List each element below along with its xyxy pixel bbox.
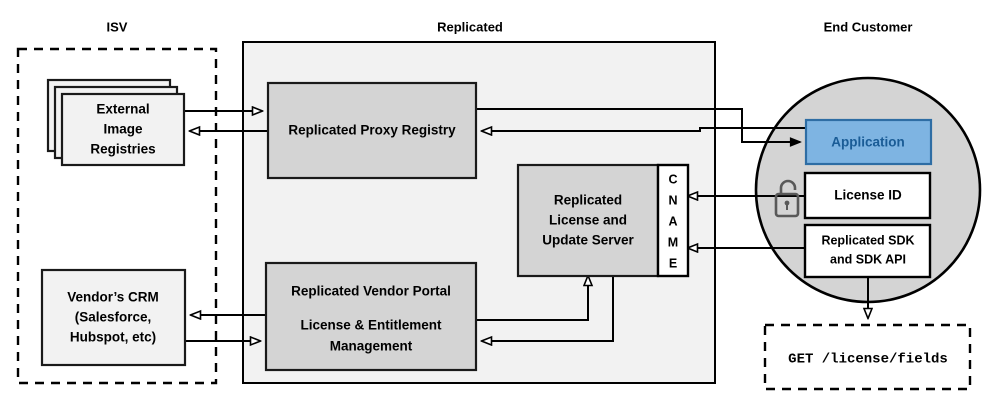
license-server-label-line-2: License and	[549, 213, 627, 228]
vendors-crm-box	[40, 268, 187, 367]
connections	[184, 109, 868, 341]
license-server-label-line-1: Replicated	[554, 193, 622, 208]
cname-letter-e: E	[669, 256, 677, 270]
application-node: Application	[804, 118, 933, 166]
edge-licenseserver-to-vendorportal	[482, 276, 614, 341]
api-request-label: GET /license/fields	[788, 352, 948, 368]
vendors-crm-label-line-3: Hubspot, etc)	[70, 330, 156, 345]
registries-label-line-2: Image	[103, 122, 143, 137]
proxy-registry-box	[266, 81, 478, 180]
cname-letter-a: A	[668, 214, 677, 228]
vendor-portal-label-line-1: Replicated Vendor Portal	[291, 284, 451, 299]
vendor-portal-label-line-3: License & Entitlement	[300, 318, 442, 333]
zone-title-replicated: Replicated	[437, 19, 503, 34]
edge-proxy-to-application	[476, 108, 800, 142]
cname-letter-m: M	[668, 235, 678, 249]
zone-title-end-customer: End Customer	[824, 19, 913, 34]
unlocked-padlock-icon	[774, 179, 800, 218]
replicated-sdk-box	[803, 223, 932, 279]
license-id-label: License ID	[834, 188, 902, 203]
cname-letter-c: C	[668, 172, 677, 186]
cname-box	[656, 163, 690, 278]
application-label: Application	[831, 135, 905, 150]
vendor-portal-node: Replicated Vendor Portal License & Entit…	[264, 261, 478, 372]
license-update-server-box	[516, 163, 660, 278]
replicated-sdk-label-line-2: and SDK API	[830, 252, 906, 266]
registry-stack-front	[60, 92, 186, 167]
registries-label-line-1: External	[96, 102, 149, 117]
isv-zone-boundary	[16, 47, 218, 385]
vendor-portal-box	[264, 261, 478, 372]
license-server-label-line-3: Update Server	[542, 233, 634, 248]
edge-vendorportal-to-licenseserver	[476, 276, 588, 321]
zone-title-isv: ISV	[107, 19, 128, 34]
license-update-server-node: Replicated License and Update Server	[516, 163, 660, 278]
edge-application-to-proxy	[482, 128, 806, 131]
proxy-registry-label: Replicated Proxy Registry	[288, 123, 456, 138]
replicated-proxy-registry-node: Replicated Proxy Registry	[266, 81, 478, 180]
license-id-box	[803, 171, 932, 220]
external-image-registries-node: External Image Registries	[46, 78, 186, 167]
cname-letter-n: N	[668, 193, 677, 207]
vendors-crm-label-line-2: (Salesforce,	[75, 310, 152, 325]
api-request-box	[763, 323, 972, 391]
license-id-node: License ID	[803, 171, 932, 220]
api-request-node: GET /license/fields	[763, 323, 972, 391]
replicated-sdk-label-line-1: Replicated SDK	[821, 233, 914, 247]
vendors-crm-node: Vendor’s CRM (Salesforce, Hubspot, etc)	[40, 268, 187, 367]
vendor-portal-label-line-4: Management	[330, 339, 413, 354]
vendors-crm-label-line-1: Vendor’s CRM	[67, 290, 159, 305]
application-box	[804, 118, 933, 166]
registries-label-line-3: Registries	[90, 142, 155, 157]
replicated-sdk-node: Replicated SDK and SDK API	[803, 223, 932, 279]
cname-node: C N A M E	[656, 163, 690, 278]
